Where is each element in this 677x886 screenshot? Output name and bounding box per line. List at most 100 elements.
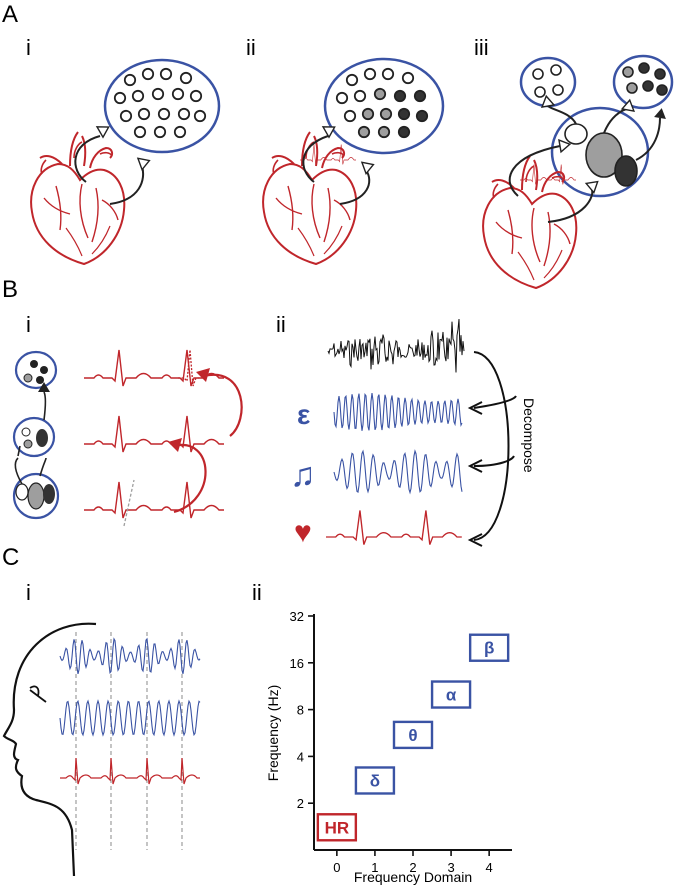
frequency-band-label: θ bbox=[408, 726, 417, 745]
eye-icon bbox=[29, 685, 47, 703]
neuron-dot bbox=[171, 87, 185, 101]
panel-a-iii-label: iii bbox=[474, 35, 489, 60]
afferent-arrow bbox=[302, 135, 329, 183]
panel-c-ii-label: ii bbox=[252, 580, 262, 605]
neuron-dot bbox=[345, 73, 359, 87]
x-tick-label: 1 bbox=[371, 860, 378, 875]
epsilon-icon: ε bbox=[297, 399, 310, 430]
music-note-icon: ♫ bbox=[290, 456, 316, 494]
black-cell bbox=[614, 155, 638, 187]
alpha-rhythm-trace bbox=[59, 637, 201, 675]
frequency-band-box bbox=[392, 720, 434, 750]
heart-component-trace bbox=[325, 509, 463, 546]
neuron-dot bbox=[379, 107, 393, 121]
frequency-band-label: δ bbox=[370, 771, 380, 790]
neuron-dot bbox=[159, 67, 173, 81]
decompose-bracket bbox=[473, 351, 510, 541]
neuron-dot bbox=[415, 109, 429, 123]
neuron-dot bbox=[534, 86, 546, 98]
panel-b-label: B bbox=[2, 276, 18, 303]
frequency-band-box bbox=[468, 633, 510, 662]
frequency-band-box bbox=[354, 766, 396, 795]
feedback-arrow bbox=[173, 443, 207, 514]
neuron-dot bbox=[133, 125, 147, 139]
neuron-dot bbox=[179, 71, 193, 85]
y-axis-label: Frequency (Hz) bbox=[265, 685, 281, 781]
neuron-dot bbox=[552, 84, 564, 96]
y-ticks: 2 4 8 16 32 bbox=[290, 609, 314, 811]
raw-signal-trace bbox=[327, 318, 465, 373]
neuron-dot bbox=[397, 125, 411, 139]
panel-a-ii bbox=[262, 57, 445, 265]
y-tick-label: 2 bbox=[297, 796, 304, 811]
y-tick-label: 8 bbox=[297, 703, 304, 718]
neuron-dot bbox=[413, 89, 427, 103]
music-component-trace bbox=[333, 449, 463, 495]
neuron-dot bbox=[550, 64, 562, 76]
neuron-dot bbox=[656, 84, 668, 96]
theta-rhythm-trace bbox=[59, 699, 201, 737]
neuron-population-ellipse bbox=[103, 58, 221, 154]
panel-b-ii-label: ii bbox=[276, 312, 286, 337]
panel-a-ii-label: ii bbox=[246, 35, 256, 60]
neuron-dot bbox=[397, 107, 411, 121]
neuron-dots bbox=[532, 62, 668, 98]
neuron-dot bbox=[654, 68, 666, 80]
neuron-dot bbox=[119, 109, 133, 123]
y-tick-label: 16 bbox=[290, 656, 304, 671]
x-tick-label: 3 bbox=[447, 860, 454, 875]
heartbeat-trace bbox=[60, 757, 200, 785]
panel-b-ii: ε ♫ ♥ Decompose bbox=[290, 318, 537, 549]
neuron-dot bbox=[532, 68, 544, 80]
afferent-arrow bbox=[74, 135, 101, 183]
neuron-dot bbox=[335, 91, 349, 105]
neuron-dot bbox=[622, 66, 634, 78]
feedback-arrow bbox=[203, 373, 243, 437]
panel-a-i-label: i bbox=[26, 35, 31, 60]
neuron-dot bbox=[393, 89, 407, 103]
frequency-band-label: HR bbox=[325, 818, 350, 837]
neuron-dot bbox=[373, 87, 387, 101]
frequency-band-label: β bbox=[484, 639, 494, 658]
neuron-dot bbox=[153, 125, 167, 139]
heart-icon: ♥ bbox=[294, 516, 312, 549]
neuron-population-ellipse bbox=[323, 57, 445, 155]
neuron-dot bbox=[343, 109, 357, 123]
neuron-dot bbox=[157, 107, 171, 121]
neuron-dot bbox=[173, 125, 187, 139]
neuron-dot bbox=[638, 62, 650, 74]
neuron-dot bbox=[361, 107, 375, 121]
ecg-trace bbox=[83, 415, 225, 453]
neuron-dot bbox=[377, 125, 391, 139]
y-tick-label: 4 bbox=[297, 749, 304, 764]
x-tick-label: 4 bbox=[486, 860, 493, 875]
neuron-dot bbox=[193, 109, 207, 123]
frequency-marks: HR δ θ α β bbox=[316, 633, 510, 842]
neuron-dot bbox=[137, 107, 151, 121]
neuron-dot bbox=[363, 67, 377, 81]
white-cell bbox=[564, 123, 588, 145]
x-tick-label: 0 bbox=[333, 860, 340, 875]
epsilon-component-trace bbox=[333, 392, 463, 431]
panel-a-label: A bbox=[2, 1, 18, 28]
panel-c-label: C bbox=[2, 544, 19, 571]
decompose-label: Decompose bbox=[521, 398, 537, 473]
neuron-dot bbox=[357, 125, 371, 139]
neuron-dot bbox=[626, 82, 638, 94]
neuron-dot bbox=[131, 89, 145, 103]
phase-line bbox=[123, 479, 135, 527]
heart-icon bbox=[262, 131, 358, 265]
neuron-dot bbox=[177, 107, 191, 121]
frequency-band-box bbox=[430, 680, 472, 709]
frequency-band-label: α bbox=[446, 686, 457, 705]
neuron-dot bbox=[123, 73, 137, 87]
panel-a-iii bbox=[482, 54, 674, 289]
y-tick-label: 32 bbox=[290, 609, 304, 624]
efferent-arrow bbox=[109, 165, 145, 205]
neuron-dots bbox=[113, 67, 207, 139]
head-profile bbox=[2, 622, 97, 877]
panel-a-i bbox=[30, 58, 221, 265]
panel-b-i-label: i bbox=[26, 312, 31, 337]
